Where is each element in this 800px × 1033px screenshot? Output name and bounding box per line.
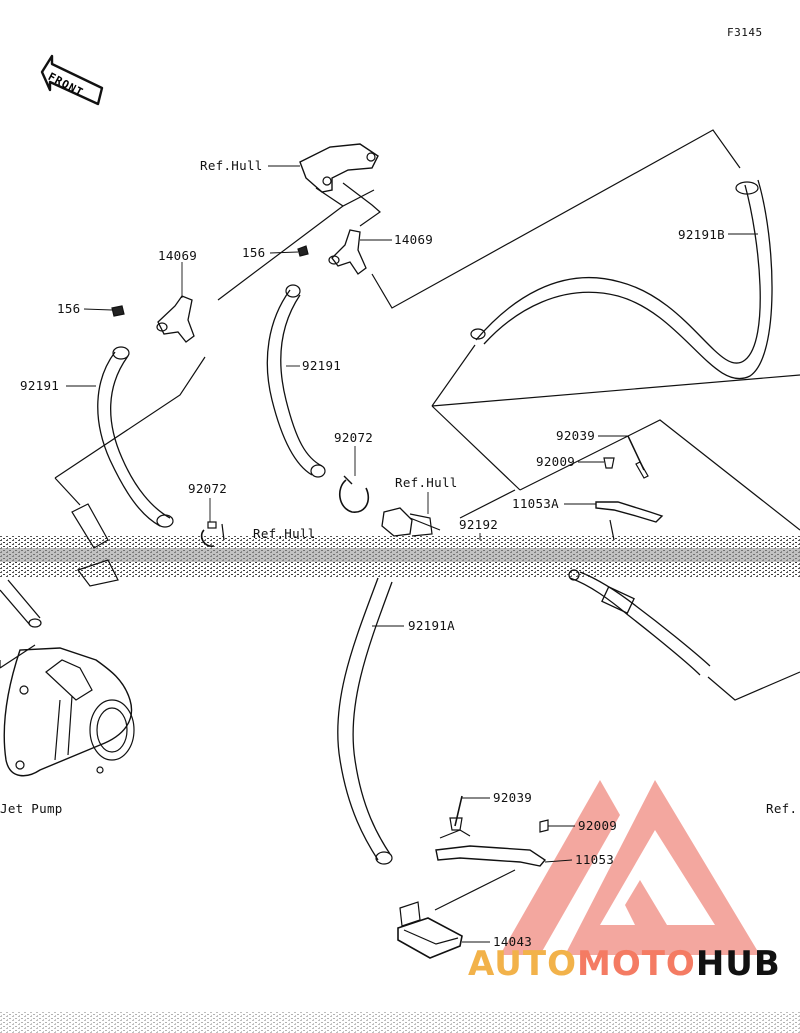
watermark-auto: AUTO	[468, 944, 577, 984]
label-part-156-left: 156	[57, 301, 81, 316]
label-part-11053A: 11053A	[512, 496, 559, 511]
label-part-14069-left: 14069	[158, 248, 198, 263]
label-part-92039-bottom: 92039	[493, 790, 533, 805]
watermark-text: AUTOMOTOHUB	[468, 944, 781, 984]
label-part-92191A: 92191A	[408, 618, 455, 633]
label-ref-hull-left: Ref.Hull	[253, 526, 316, 541]
label-ref-hull-top: Ref.Hull	[200, 158, 263, 173]
label-part-156-right: 156	[242, 245, 266, 260]
watermark-moto: MOTO	[576, 944, 696, 984]
label-part-92009-bottom: 92009	[578, 818, 618, 833]
watermark-logo	[500, 780, 760, 955]
label-part-92072-mid: 92072	[334, 430, 374, 445]
watermark-hub: HUB	[695, 944, 781, 984]
label-part-92072-left: 92072	[188, 481, 228, 496]
label-part-11053: 11053	[575, 852, 615, 867]
label-jet-pump: Jet Pump	[0, 801, 63, 816]
label-part-14069-right: 14069	[394, 232, 434, 247]
scan-noise-band	[0, 536, 800, 1033]
label-part-92009-top: 92009	[536, 454, 576, 469]
label-part-92191-mid: 92191	[302, 358, 342, 373]
front-direction-arrow-icon: FRONT	[38, 52, 108, 114]
figure-code: F3145	[727, 26, 763, 39]
label-part-92191B: 92191B	[678, 227, 725, 242]
label-ref-hull-mid: Ref.Hull	[395, 475, 458, 490]
label-part-92191-left: 92191	[20, 378, 60, 393]
label-part-92192: 92192	[459, 517, 499, 532]
label-part-92039-top: 92039	[556, 428, 596, 443]
label-ref-right: Ref.	[766, 801, 798, 816]
label-part-14043: 14043	[493, 934, 533, 949]
